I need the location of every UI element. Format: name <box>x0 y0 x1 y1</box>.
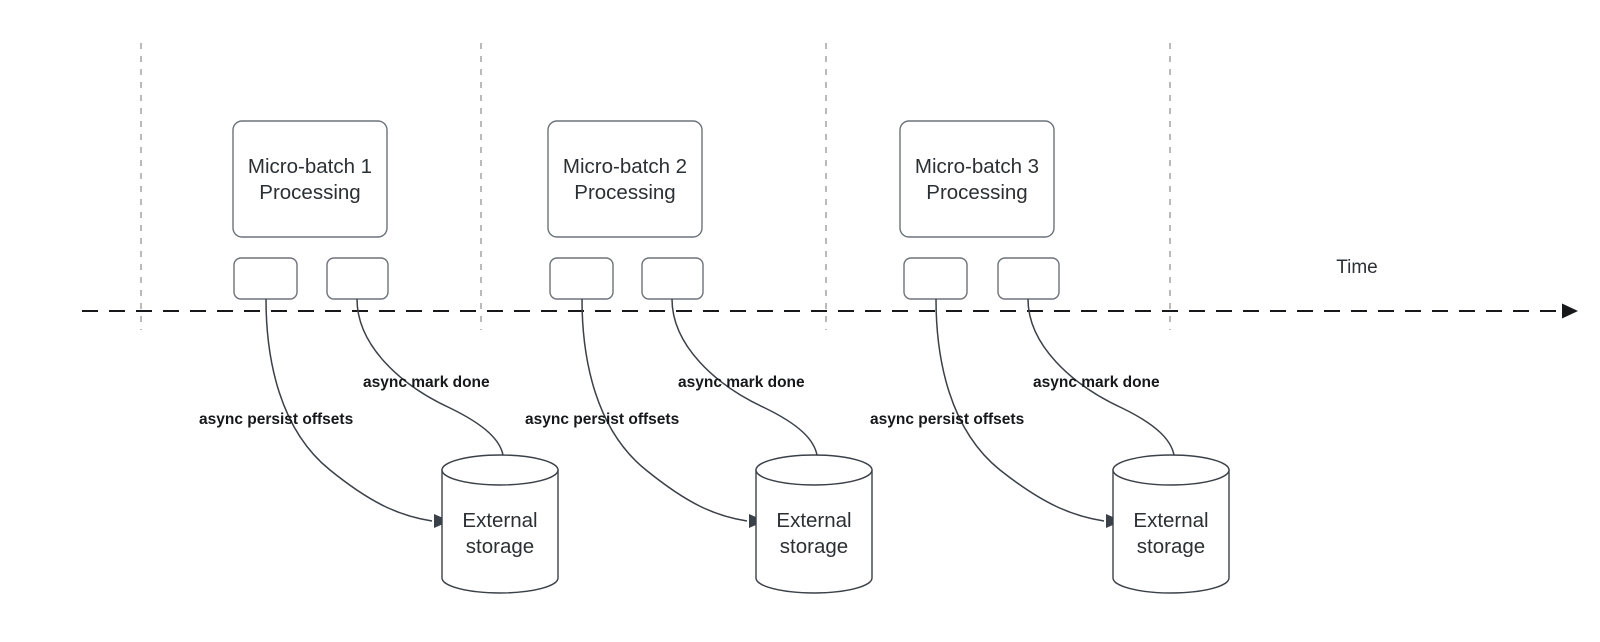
external-storage-label-line1: External <box>776 509 851 532</box>
external-storage-label-line1: External <box>1133 509 1208 532</box>
microbatch-box-label-line2: Processing <box>259 181 360 204</box>
edge-persist-offsets-label: async persist offsets <box>199 411 353 428</box>
external-storage-cylinder-body[interactable] <box>755 469 873 594</box>
microbatch-groups-layer: Micro-batch 1 Processing async persist off… <box>199 120 1230 594</box>
edge-mark-done-label: async mark done <box>363 374 490 391</box>
microbatch-box-label-line2: Processing <box>926 181 1027 204</box>
external-storage-label-line1: External <box>462 509 537 532</box>
microbatch-box-label-line2: Processing <box>574 181 675 204</box>
microbatch-processing-box[interactable] <box>899 120 1055 238</box>
task-box-mark[interactable] <box>326 257 389 300</box>
external-storage-cylinder-top <box>441 454 559 486</box>
external-storage-label-line2: storage <box>466 535 534 558</box>
timeline-ticks <box>140 43 1171 330</box>
timeline-arrow-icon <box>1562 303 1578 319</box>
timeline-axis: Time <box>82 43 1578 330</box>
edge-persist-offsets-label: async persist offsets <box>525 411 679 428</box>
external-storage-cylinder-top <box>755 454 873 486</box>
edge-persist-offsets-curve <box>265 298 433 522</box>
external-storage-label-line2: storage <box>1137 535 1205 558</box>
edge-mark-done-label: async mark done <box>678 374 805 391</box>
edge-persist-offsets-label: async persist offsets <box>870 411 1024 428</box>
edge-persist-offsets-curve <box>581 298 748 522</box>
microbatch-group-2: Micro-batch 2 Processing async persist off… <box>525 120 873 594</box>
microbatch-box-label-line1: Micro-batch 1 <box>248 155 372 178</box>
task-box-persist[interactable] <box>233 257 298 300</box>
task-box-persist[interactable] <box>549 257 614 300</box>
external-storage-cylinder-body[interactable] <box>441 469 559 594</box>
microbatch-group-1: Micro-batch 1 Processing async persist off… <box>199 120 559 594</box>
task-box-mark[interactable] <box>641 257 704 300</box>
microbatch-processing-box[interactable] <box>547 120 703 238</box>
microbatch-processing-box[interactable] <box>232 120 388 238</box>
microbatch-group-3: Micro-batch 3 Processing async persist off… <box>870 120 1230 594</box>
external-storage-label-line2: storage <box>780 535 848 558</box>
microbatch-box-label-line1: Micro-batch 2 <box>563 155 687 178</box>
edge-mark-done-curve <box>1027 298 1175 456</box>
external-storage-cylinder-top <box>1112 454 1230 486</box>
task-box-persist[interactable] <box>903 257 968 300</box>
edge-mark-done-curve <box>356 298 504 456</box>
time-axis-label: Time <box>1336 257 1378 278</box>
edge-mark-done-label: async mark done <box>1033 374 1160 391</box>
edge-mark-done-curve <box>671 298 818 456</box>
task-box-mark[interactable] <box>997 257 1060 300</box>
external-storage-cylinder-body[interactable] <box>1112 469 1230 594</box>
microbatch-box-label-line1: Micro-batch 3 <box>915 155 1039 178</box>
edge-persist-offsets-curve <box>935 298 1105 522</box>
